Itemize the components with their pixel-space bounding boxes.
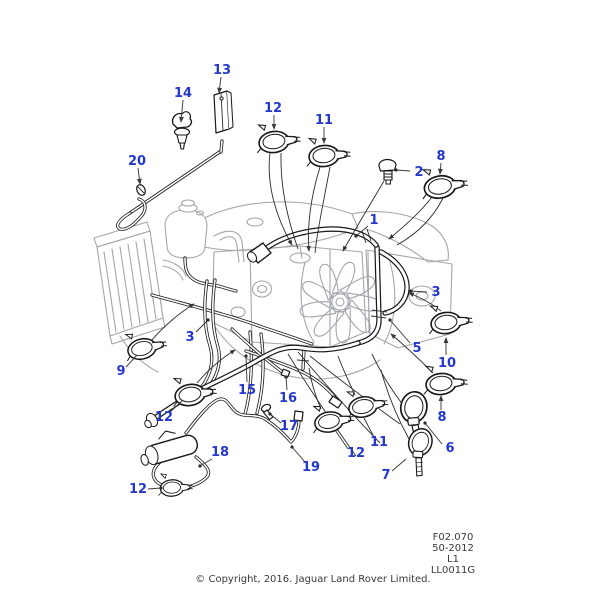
part-label-16: 16 (279, 391, 297, 406)
callout-2: 2 (394, 165, 424, 180)
callout-8a: 8 (436, 149, 446, 175)
hose-clamp-icon-11b (341, 383, 391, 422)
callout-12a: 12 (264, 101, 282, 130)
part-label-20: 20 (128, 154, 146, 169)
callout-7: 7 (381, 458, 407, 483)
callout-15: 15 (238, 354, 256, 398)
hose-clamp-icon-8a (417, 161, 471, 202)
clip-20 (136, 184, 146, 196)
part-label-12d: 12 (129, 482, 147, 497)
callout-16: 16 (279, 375, 297, 406)
retaining-clip-14 (171, 111, 193, 150)
part-label-13: 13 (213, 63, 231, 78)
bleed-screw-2 (378, 158, 397, 185)
callout-10: 10 (438, 337, 456, 371)
part-label-8b: 8 (437, 410, 446, 425)
callout-3-left: 3 (185, 318, 210, 345)
hose-clamp-icon-12a (252, 118, 303, 156)
part-label-7: 7 (381, 468, 390, 483)
rivet-17 (260, 403, 274, 421)
reference-block: F02.070 50-2012 L1 LL0011G (431, 532, 475, 576)
part-label-3-right: 3 (431, 285, 440, 300)
callout-1: 1 (354, 213, 379, 238)
part-label-12a: 12 (264, 101, 282, 116)
part-label-12c: 12 (347, 446, 365, 461)
part-label-8a: 8 (436, 149, 445, 164)
cooling-fan (298, 259, 384, 346)
bracket-13 (213, 90, 234, 134)
callout-19: 19 (290, 445, 320, 475)
callout-14: 14 (174, 86, 192, 123)
part-label-19: 19 (302, 460, 320, 475)
ref-code-level: L1 (447, 554, 459, 565)
part-label-18: 18 (211, 445, 229, 460)
callout-11a: 11 (315, 113, 333, 144)
part-label-12b: 12 (155, 410, 173, 425)
callout-6: 6 (423, 421, 455, 456)
callout-5: 5 (388, 318, 422, 356)
expansion-tank (164, 199, 208, 259)
callout-11b: 11 (363, 417, 388, 450)
callout-12c: 12 (334, 429, 365, 461)
part-label-14: 14 (174, 86, 192, 101)
part-label-11b: 11 (370, 435, 388, 450)
part-label-3-left: 3 (185, 330, 194, 345)
ref-code-group: 50-2012 (432, 543, 474, 554)
ref-code-sheet: LL0011G (431, 565, 475, 576)
part-label-2: 2 (414, 165, 423, 180)
pipe-flange (144, 412, 159, 429)
reservoir-cylinder (140, 430, 199, 466)
callout-9: 9 (116, 354, 138, 379)
hose-clamp-icon-12c (308, 399, 357, 436)
callout-18: 18 (198, 445, 229, 468)
part-label-6: 6 (445, 441, 454, 456)
hose-end-flange (246, 242, 272, 264)
hose-clamp-icon-10 (424, 299, 475, 337)
clamp-locator-curves (150, 152, 444, 457)
band-clamp-icon-7 (402, 424, 437, 478)
hose-clamp-icon-11a (303, 133, 353, 170)
callout-8b: 8 (437, 395, 447, 425)
hose-clamp-icon-9 (120, 324, 170, 364)
part-label-1: 1 (369, 213, 378, 228)
hoses-and-pipes (116, 90, 407, 490)
part-label-10: 10 (438, 356, 456, 371)
hose-clamp-icon-12d (156, 471, 194, 498)
callout-13: 13 (213, 63, 231, 94)
callout-20: 20 (128, 154, 146, 185)
callout-12d: 12 (129, 482, 163, 497)
part-label-17: 17 (280, 419, 298, 434)
part-label-11a: 11 (315, 113, 333, 128)
callout-17: 17 (268, 412, 298, 434)
callout-12b: 12 (155, 400, 183, 425)
part-label-5: 5 (412, 341, 421, 356)
callouts: 14 13 20 12 11 2 8 1 (116, 63, 456, 497)
ref-code-figure: F02.070 (433, 532, 474, 543)
part-label-9: 9 (116, 364, 125, 379)
callout-3-right: 3 (409, 285, 441, 300)
copyright-notice: © Copyright, 2016. Jaguar Land Rover Lim… (195, 574, 430, 585)
part-label-15: 15 (238, 383, 256, 398)
